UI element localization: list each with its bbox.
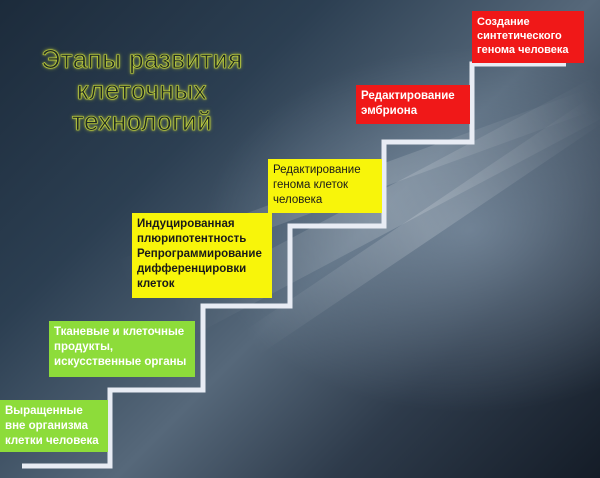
title-line: клеточных (76, 75, 208, 106)
step-4-line: генома клеток (273, 179, 349, 191)
step-2-box: Тканевые и клеточные продукты, искусстве… (49, 321, 195, 377)
step-2-line: продукты, (54, 341, 114, 353)
step-2-line: Тканевые и клеточные (54, 326, 185, 338)
step-5-line: эмбриона (361, 105, 418, 117)
step-1-line: Выращенные (5, 405, 83, 417)
step-1-line: вне организма (5, 420, 89, 432)
title-line: технологий (71, 106, 213, 137)
step-3-line: Репрограммирование (137, 248, 262, 260)
step-4-box: Редактирование генома клеток человека (268, 159, 382, 213)
step-3-line: дифференцировки (137, 263, 247, 275)
step-4-line: Редактирование (273, 164, 361, 176)
step-3-box: Индуцированная плюрипотентность Репрогра… (132, 213, 272, 298)
step-2-line: искусственные органы (54, 356, 187, 368)
step-3-line: клеток (137, 278, 175, 290)
step-1-line: клетки человека (5, 435, 99, 447)
step-3-line: Индуцированная (137, 218, 235, 230)
title-line: Этапы развития (41, 44, 243, 75)
step-6-line: Создание (477, 16, 530, 28)
step-4-line: человека (273, 194, 323, 206)
staircase-line (22, 61, 566, 469)
step-6-line: генома человека (477, 44, 569, 56)
step-6-line: синтетического (477, 30, 562, 42)
step-5-box: Редактирование эмбриона (356, 85, 470, 124)
step-1-box: Выращенные вне организма клетки человека (0, 400, 108, 452)
slide-title: Этапы развития клеточных технологий (22, 44, 262, 137)
step-6-box: Создание синтетического генома человека (472, 11, 584, 63)
step-5-line: Редактирование (361, 90, 455, 102)
step-3-line: плюрипотентность (137, 233, 247, 245)
